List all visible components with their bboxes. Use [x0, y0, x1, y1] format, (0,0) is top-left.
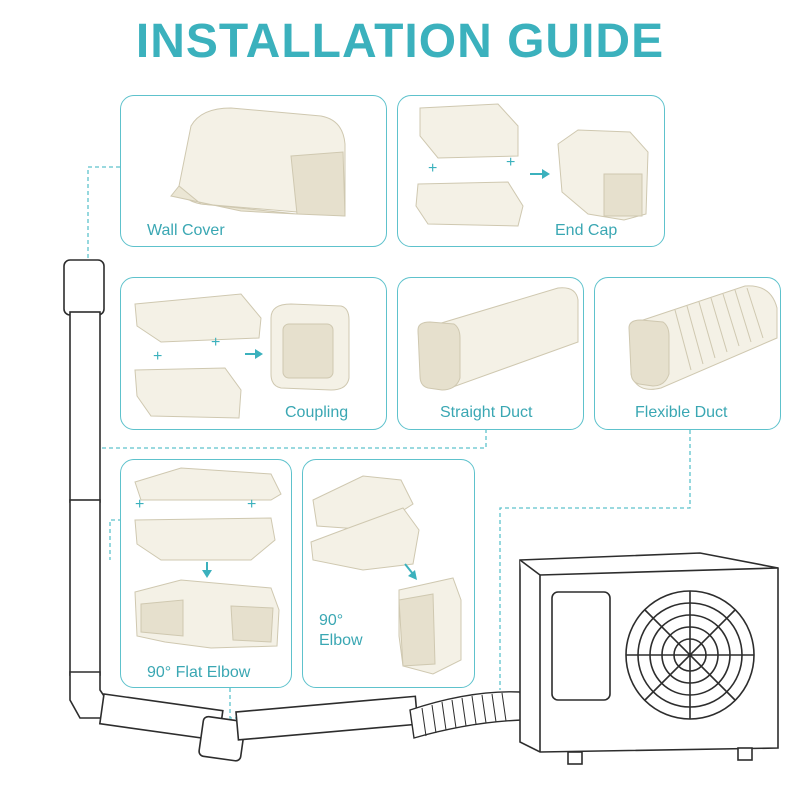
elbow-card: 90° Elbow — [302, 459, 475, 688]
page-title: INSTALLATION GUIDE — [135, 15, 665, 68]
end-cap-image — [415, 103, 649, 227]
coupling-label: Coupling — [285, 404, 349, 421]
coupling-plus-left: + — [153, 348, 163, 365]
arrow-right-icon — [245, 349, 263, 359]
elbow-label-line2: Elbow — [319, 632, 363, 649]
straight-duct-card: Straight Duct — [397, 277, 584, 430]
end-cap-label: End Cap — [555, 222, 618, 239]
end-cap-card: + + End Cap — [397, 95, 665, 247]
flat-elbow-image — [134, 467, 282, 649]
flexible-duct-card: Flexible Duct — [594, 277, 781, 430]
straight-duct-image — [417, 287, 579, 391]
elbow-image — [310, 475, 462, 675]
straight-duct-label: Straight Duct — [440, 404, 533, 421]
wall-cover-label: Wall Cover — [147, 222, 225, 239]
arrow-down-icon — [404, 563, 417, 580]
installed-flexible-duct — [409, 691, 523, 739]
outdoor-ac-unit — [519, 552, 779, 765]
arrow-down-icon — [202, 562, 212, 578]
flat-elbow-label: 90° Flat Elbow — [147, 664, 251, 681]
coupling-image — [134, 293, 350, 419]
flat-elbow-plus-left: + — [135, 496, 145, 513]
flat-elbow-plus-right: + — [247, 496, 257, 513]
end-cap-plus-left: + — [428, 160, 438, 177]
flexible-duct-label: Flexible Duct — [635, 404, 728, 421]
coupling-plus-right: + — [211, 334, 221, 351]
arrow-right-icon — [530, 169, 550, 179]
installed-duct-run — [63, 259, 419, 762]
coupling-card: + + Coupling — [120, 277, 387, 430]
end-cap-plus-right: + — [506, 154, 516, 171]
elbow-label-line1: 90° — [319, 612, 344, 629]
flexible-duct-image — [628, 285, 778, 390]
wall-cover-card: Wall Cover — [120, 95, 387, 247]
flat-elbow-card: + + 90° Flat Elbow — [120, 459, 292, 688]
wall-cover-image — [170, 107, 346, 217]
